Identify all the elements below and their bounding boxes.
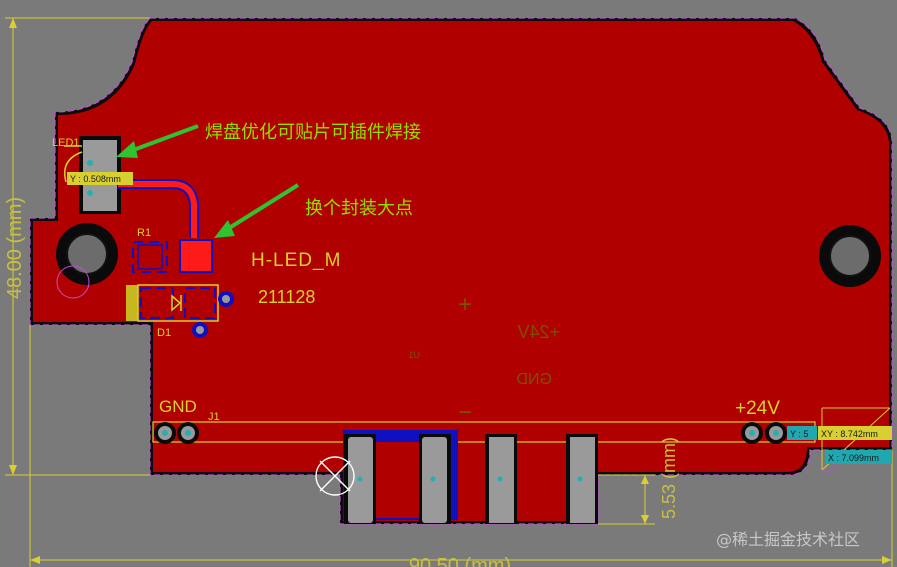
annotation-pad-note: 焊盘优化可贴片可插件焊接 (205, 122, 421, 143)
annotation-package-note: 换个封装大点 (305, 198, 413, 219)
j1-pin-3 (741, 422, 763, 444)
svg-text:Y : 0.508mm: Y : 0.508mm (70, 174, 121, 184)
dimension-tab: 5.53 (mm) (598, 437, 679, 525)
v24-label: +24V (735, 398, 780, 419)
date-code-label: 211128 (258, 287, 315, 307)
enlarged-package-pad (179, 239, 213, 273)
j1-pin-4 (765, 422, 787, 444)
edge-finger-4 (566, 434, 598, 524)
board-name-label: H-LED_M (251, 250, 341, 271)
dimension-height-label: 48.00 (mm) (4, 197, 26, 299)
gnd-label: GND (159, 397, 197, 416)
d1-footprint (126, 284, 234, 338)
mirrored-u1-label: U1 (408, 350, 420, 360)
origin-marker (315, 456, 355, 496)
dimension-tab-label: 5.53 (mm) (659, 437, 679, 519)
dimension-width-label: 90.50 (mm) (409, 555, 511, 567)
svg-text:Y : 5: Y : 5 (790, 429, 808, 439)
led1-designator: LED1 (52, 137, 80, 149)
mirrored-gnd-label: GND (516, 371, 552, 388)
mounting-hole-left (56, 223, 118, 299)
measure-tag-xy-right: XY : 8.742mm (818, 426, 892, 440)
mounting-hole-right (819, 225, 881, 287)
j1-designator: J1 (208, 411, 220, 423)
svg-text:XY : 8.742mm: XY : 8.742mm (821, 429, 878, 439)
annotation-arrow-pad (116, 124, 199, 158)
measure-tag-y-right: Y : 5 (787, 426, 817, 440)
d1-designator: D1 (157, 327, 171, 339)
annotation-arrow-package (214, 183, 300, 238)
measure-tag-x-right: X : 7.099mm (825, 450, 892, 464)
j1-pin-1 (154, 422, 176, 444)
dimension-height: 48.00 (mm) (4, 17, 150, 476)
measure-tag-y-left: Y : 0.508mm (67, 172, 133, 185)
r1-footprint (132, 241, 168, 273)
r1-designator: R1 (137, 227, 151, 239)
plus-mark: + (458, 291, 472, 318)
watermark: @稀土掘金技术社区 (716, 530, 860, 549)
mirrored-v24-label: +24V (517, 322, 560, 342)
minus-mark: − (458, 399, 472, 426)
j1-pin-2 (177, 422, 199, 444)
svg-text:X : 7.099mm: X : 7.099mm (828, 453, 879, 463)
dimension-width: 90.50 (mm) (29, 325, 893, 567)
keepout-outline (29, 17, 893, 525)
board-copper-pour (33, 21, 889, 521)
